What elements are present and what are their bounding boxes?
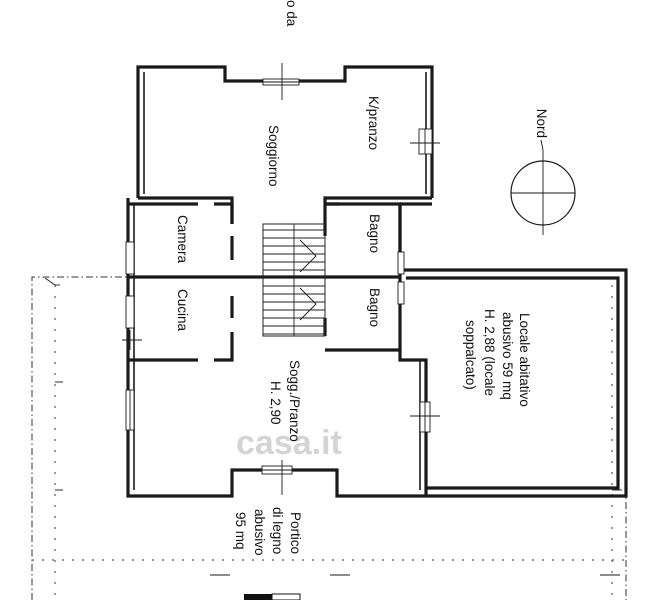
room-label-camera: Camera xyxy=(175,215,190,264)
room-label-portico: Portico di legno abusivo 95 mq xyxy=(233,507,303,556)
top-cropped-label: o da xyxy=(284,0,299,27)
room-label-bagno-top: Bagno xyxy=(367,214,382,253)
room-label-locale: Locale abitativo abusivo 59 mq H. 2,88 (… xyxy=(463,309,532,407)
portico-line-2: di legno xyxy=(270,507,285,554)
locale-line-3: H. 2,88 (locale xyxy=(482,309,497,396)
scale-bar xyxy=(244,593,301,600)
room-label-soggiorno: Soggiorno xyxy=(266,125,281,187)
sogg-pranzo-line-1: Sogg./Pranzo xyxy=(287,360,302,442)
room-label-kpranzo: K/pranzo xyxy=(366,96,381,150)
portico-line-1: Portico xyxy=(288,512,303,554)
tick-marks xyxy=(122,63,440,495)
watermark: casa.it xyxy=(236,424,342,462)
sogg-pranzo-line-2: H. 2,90 xyxy=(268,381,283,425)
room-label-sogg-pranzo: Sogg./Pranzo H. 2,90 xyxy=(268,360,302,442)
north-label: Nord xyxy=(534,109,549,138)
locale-line-4: soppalcato) xyxy=(463,320,478,390)
locale-line-1: Locale abitativo xyxy=(517,313,532,407)
locale-line-2: abusivo 59 mq xyxy=(500,312,515,400)
north-arrow: Nord xyxy=(510,109,576,235)
windows xyxy=(125,78,433,475)
room-label-cucina: Cucina xyxy=(175,289,190,332)
portico-line-3: abusivo xyxy=(252,509,267,556)
portico-line-4: 95 mq xyxy=(233,512,248,550)
room-label-bagno-bottom: Bagno xyxy=(367,288,382,327)
stairs xyxy=(262,223,326,337)
